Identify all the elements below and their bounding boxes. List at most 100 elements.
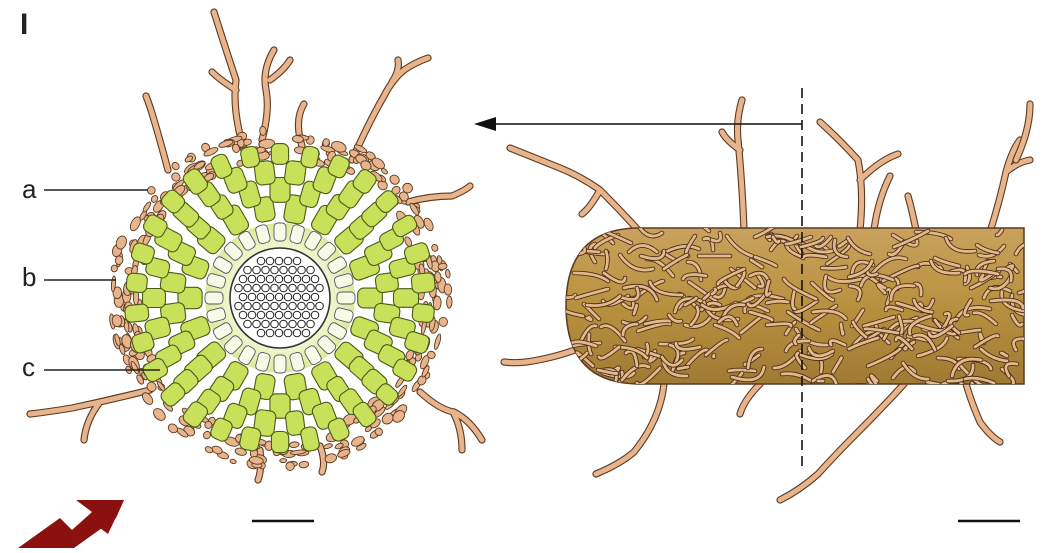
stele-cell (302, 329, 310, 337)
stele-cell (307, 284, 315, 292)
stele-cell (293, 329, 301, 337)
mantle-hypha (972, 383, 984, 395)
stele-cell (302, 275, 310, 283)
hypha-outline (352, 58, 428, 160)
root-cross-section (30, 12, 482, 480)
stele-cell (271, 266, 279, 274)
hypha (146, 96, 168, 170)
stele-cell (280, 284, 288, 292)
stele-cell (289, 284, 297, 292)
stele-cell (302, 311, 310, 319)
stele-cell (275, 275, 283, 283)
hypha (262, 50, 290, 140)
hypha-outline (510, 148, 640, 232)
label-b: b (22, 264, 36, 290)
endodermis-cell (274, 223, 286, 241)
stele-cell (257, 293, 265, 301)
stele-cell (262, 302, 270, 310)
stele-cell (293, 293, 301, 301)
endodermis-cell (274, 355, 286, 373)
endodermis-cell (337, 292, 355, 304)
mantle-hypha (557, 361, 580, 371)
stele-cell (266, 311, 274, 319)
stele-cell (275, 293, 283, 301)
stele-cell (289, 320, 297, 328)
hypha (966, 384, 1000, 442)
hypha (908, 140, 1030, 232)
stele-cell (266, 275, 274, 283)
stele-cell (271, 284, 279, 292)
stele-cell (289, 302, 297, 310)
mantle-hypha-outline (557, 361, 580, 371)
stele-cell (244, 302, 252, 310)
stele-cell (266, 257, 274, 265)
stele-cell (307, 302, 315, 310)
mantle-hypha (388, 173, 401, 186)
stele-cell (239, 311, 247, 319)
stele-cell (244, 320, 252, 328)
mantle-hypha (438, 317, 448, 327)
mantle-hypha (299, 461, 309, 469)
mantle-hypha (431, 244, 439, 253)
stele-cell (284, 311, 292, 319)
stele-cell (284, 257, 292, 265)
stele-cell (316, 284, 324, 292)
stele-cell (262, 320, 270, 328)
stele-cell (244, 266, 252, 274)
stele-cell (239, 293, 247, 301)
stele-cell (257, 329, 265, 337)
mantle-hypha (714, 355, 715, 357)
mantle-hypha (381, 168, 389, 176)
stele-cell (275, 329, 283, 337)
stele-cell (248, 311, 256, 319)
cortex-cell (271, 144, 288, 165)
stele-cell (253, 320, 261, 328)
mantle-hypha (230, 459, 237, 465)
stele-cell (244, 284, 252, 292)
stele-cell (311, 293, 319, 301)
stele-cell (280, 320, 288, 328)
mantle-hypha (587, 317, 591, 320)
stele-cell (266, 293, 274, 301)
stele-cell (284, 275, 292, 283)
mantle-hypha (337, 448, 352, 459)
hypha (780, 384, 904, 500)
cortex-cell (271, 432, 288, 453)
stele-cell (275, 311, 283, 319)
stele-cell (298, 266, 306, 274)
stele-cell (298, 284, 306, 292)
stele-cell (311, 275, 319, 283)
mantle-hypha (323, 443, 333, 450)
mantle-hypha (822, 267, 846, 268)
mantle-hypha (433, 296, 441, 310)
stele-cell (316, 302, 324, 310)
stele-cell (298, 302, 306, 310)
stele-cell (248, 293, 256, 301)
mantle-hypha (280, 459, 287, 463)
mantle-hypha (446, 296, 452, 308)
stele-cell (266, 329, 274, 337)
stele-cell (307, 266, 315, 274)
stele-cell (311, 311, 319, 319)
stele-cell (284, 293, 292, 301)
hypha (420, 392, 482, 450)
stele-cell (307, 320, 315, 328)
pointer-arrow-icon (474, 117, 496, 131)
stele-cell (257, 257, 265, 265)
label-a: a (22, 176, 36, 202)
stele-cell (280, 266, 288, 274)
endodermis-cell (205, 292, 223, 304)
stele-cell (271, 320, 279, 328)
stele-cell (289, 266, 297, 274)
panel-letter: I (20, 10, 28, 40)
stele-cell (257, 275, 265, 283)
mantle-hypha (151, 406, 167, 422)
cortex-cell (143, 289, 166, 308)
mantle-hypha (289, 441, 299, 448)
hypha (740, 384, 760, 414)
stele-cell (239, 275, 247, 283)
stele-cell (253, 266, 261, 274)
stele-cell (235, 284, 243, 292)
stele-cell (253, 284, 261, 292)
